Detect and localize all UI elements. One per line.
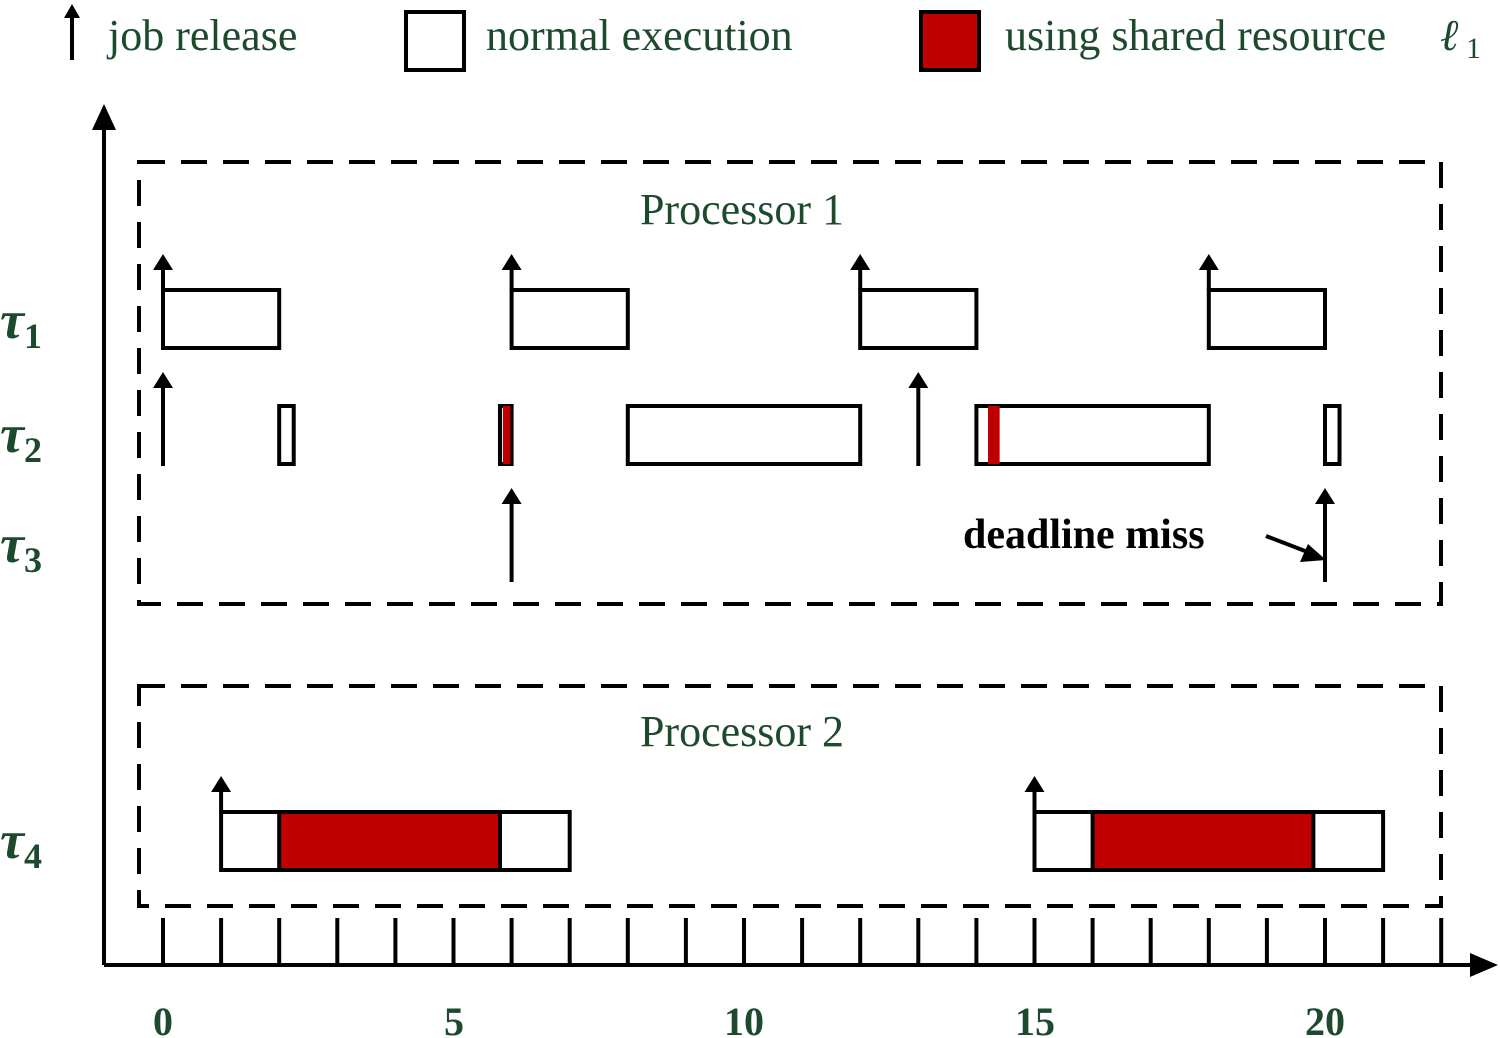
processor-1-box [137, 160, 1443, 606]
processor-2-label: Processor 2 [640, 707, 844, 756]
axes: 0 5 10 15 20 [92, 104, 1498, 1038]
processor-1-label: Processor 1 [640, 185, 844, 234]
job-release-arrow-icon [501, 488, 522, 582]
job-release-arrow-icon [908, 372, 929, 466]
job-release-arrow-icon [153, 254, 173, 290]
job-release-arrow-icon [1024, 776, 1045, 812]
execution-block [1206, 288, 1328, 350]
shared-resource-outline [1090, 810, 1316, 872]
shared-resource-block [502, 406, 511, 464]
job-release-arrow-icon [1315, 488, 1335, 582]
legend-shared-swatch [919, 10, 981, 72]
x-axis-labels: 0 5 10 15 20 [153, 999, 1345, 1038]
task-labels: τ1 τ2 τ3 τ4 [0, 290, 42, 876]
job-release-arrow-icon [501, 254, 522, 290]
legend-normal-label: normal execution [486, 11, 793, 60]
task-label-tau3: τ3 [0, 514, 42, 580]
shared-resource-block [279, 812, 500, 870]
x-axis-arrow-icon [1470, 953, 1498, 977]
shared-resource-outline [277, 810, 502, 872]
job-releases [153, 254, 1335, 812]
x-tick-label: 10 [724, 999, 764, 1038]
deadline-miss-arrowhead-icon [1300, 544, 1326, 562]
x-axis-ticks [161, 918, 1444, 965]
x-tick-label: 20 [1305, 999, 1345, 1038]
legend-release-label: job release [106, 11, 297, 60]
execution-block [1323, 404, 1342, 466]
execution-block [974, 404, 1211, 466]
x-tick-label: 0 [153, 999, 173, 1038]
job-release-arrow-icon [211, 776, 232, 812]
task-label-tau2: τ2 [0, 404, 42, 470]
x-tick-label: 15 [1015, 999, 1055, 1038]
deadline-miss-annotation: deadline miss [963, 512, 1326, 562]
task-label-tau1: τ1 [0, 290, 42, 356]
x-tick-label: 5 [444, 999, 464, 1038]
legend-normal-swatch [404, 10, 466, 72]
execution-block [625, 404, 863, 466]
legend-shared-symbol: ℓ [1440, 11, 1459, 60]
shared-resource-block [1092, 812, 1314, 870]
y-axis-arrow-icon [92, 104, 116, 130]
legend: job release normal execution using share… [64, 4, 1481, 72]
legend-shared-label: using shared resource [1005, 11, 1386, 60]
task-label-tau4: τ4 [0, 810, 42, 876]
execution-block [161, 288, 282, 350]
execution-blocks [161, 288, 1386, 872]
legend-release-icon [64, 4, 80, 60]
processor-2-box [137, 684, 1443, 908]
execution-block [277, 404, 296, 466]
job-release-arrow-icon [850, 254, 871, 290]
shared-resource-block [988, 406, 1000, 464]
legend-shared-subscript: 1 [1466, 32, 1481, 65]
deadline-miss-label: deadline miss [963, 512, 1205, 558]
execution-block [858, 288, 979, 350]
job-release-arrow-icon [1198, 254, 1219, 290]
execution-block [509, 288, 630, 350]
job-release-arrow-icon [153, 372, 173, 466]
